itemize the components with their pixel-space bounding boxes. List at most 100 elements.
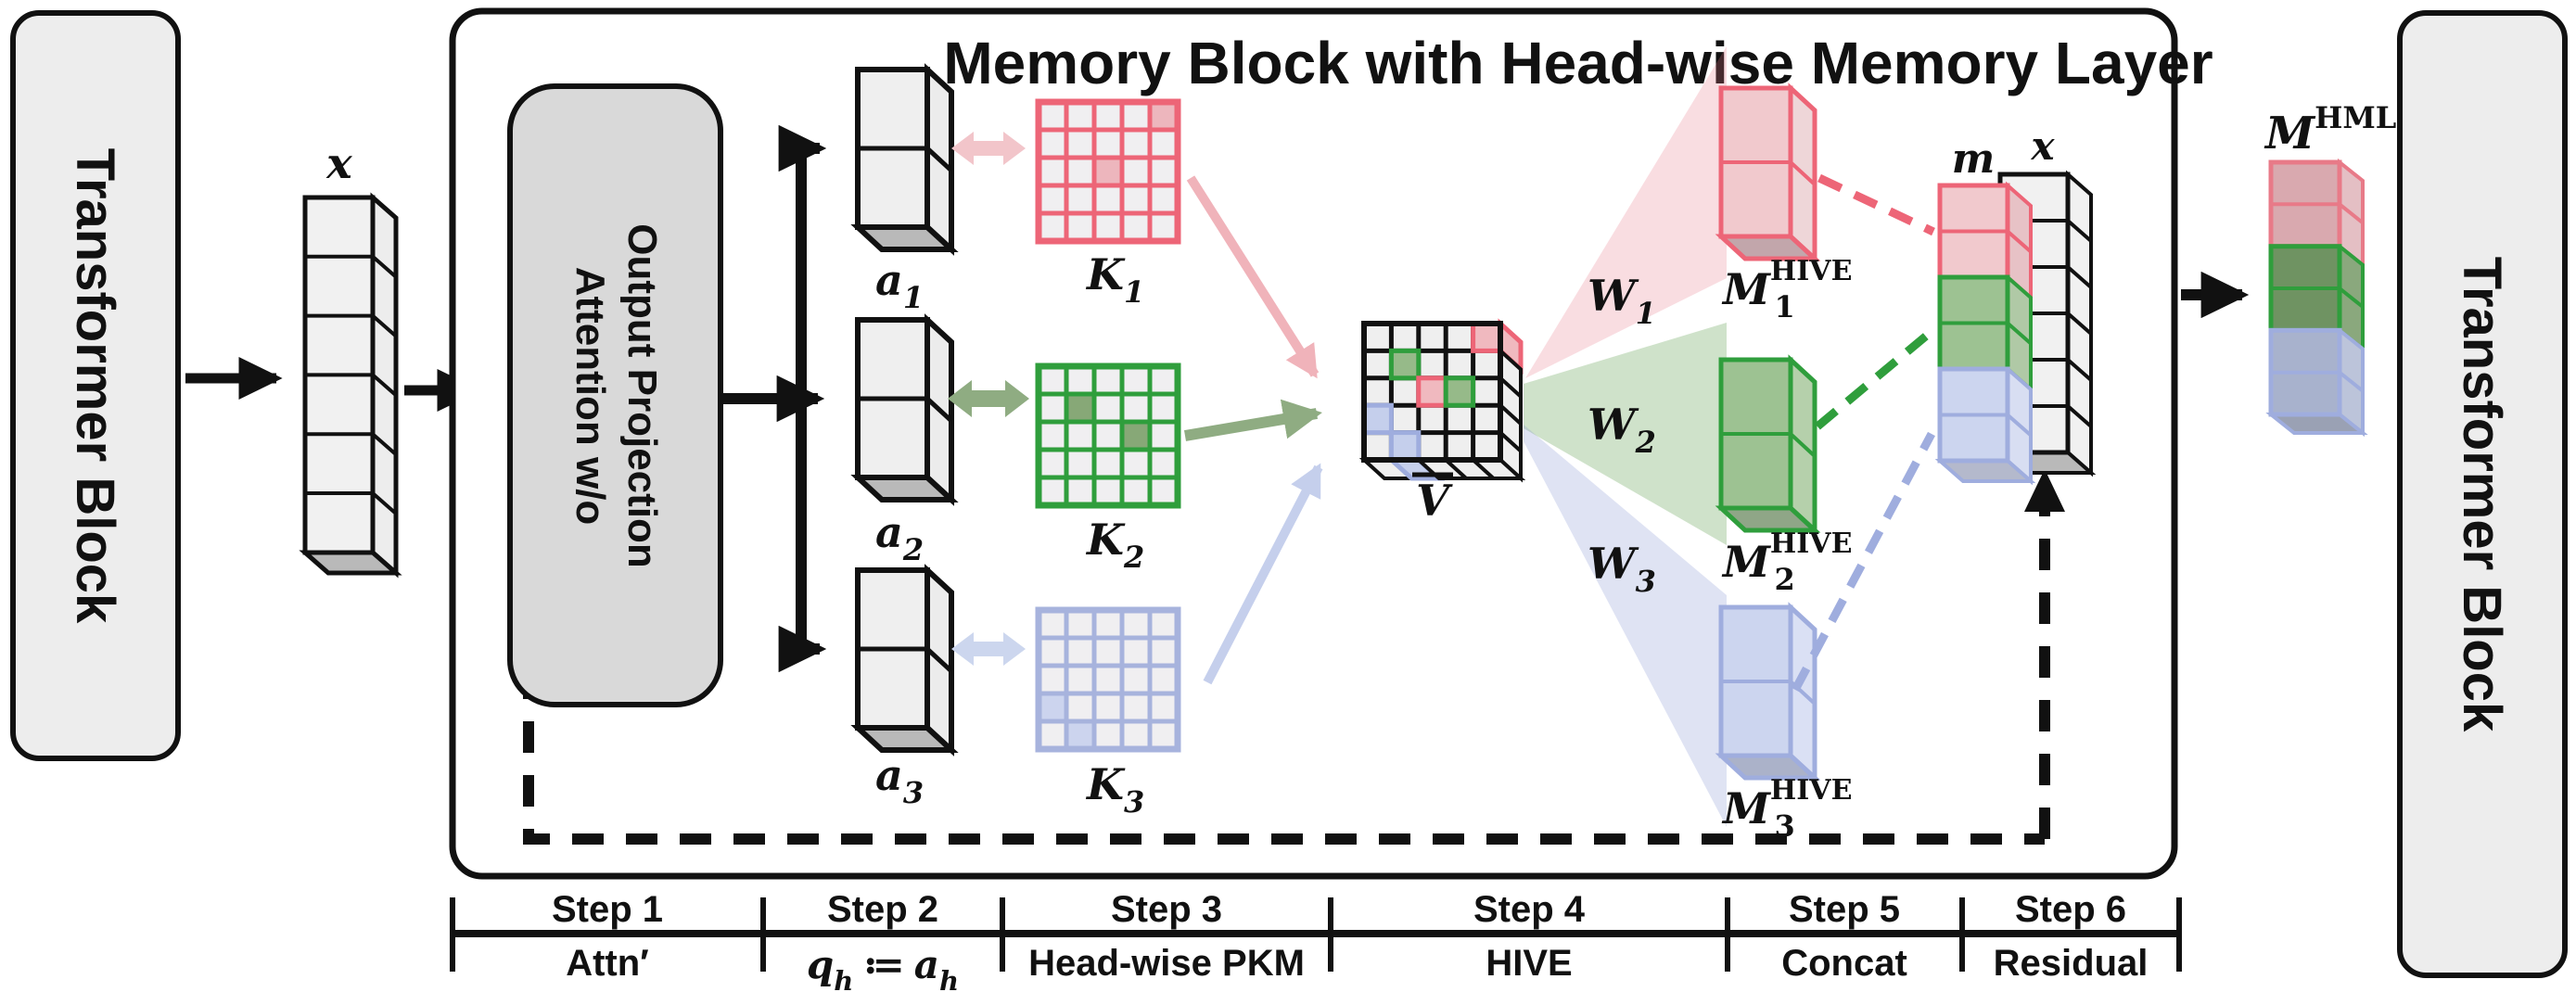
value-cube-v: V — [1358, 318, 1526, 526]
a1-label: a1 — [875, 255, 924, 315]
k3-highlight-cell-2 — [1066, 721, 1094, 749]
x-input-cell-lines — [305, 254, 373, 495]
attention-head-a1: a1 — [850, 63, 959, 315]
pkm-grid-k2: K2 — [1035, 362, 1181, 575]
k1-label: K1 — [1085, 249, 1144, 310]
k1-highlight-cell-2 — [1094, 158, 1122, 185]
k3-grid-bg — [1039, 610, 1178, 749]
retrieval-arrow-3 — [1203, 463, 1323, 685]
hive-beam-w1 — [1525, 46, 1727, 378]
k1-grid-lines — [1039, 102, 1178, 241]
step-3-label: Step 3 — [1111, 889, 1222, 930]
a3-side-tick — [925, 647, 953, 673]
v-highlight-green-2 — [1443, 375, 1476, 408]
dashed-connector-red — [1817, 173, 1935, 236]
w1-label: W1 — [1588, 271, 1656, 331]
step-labels: Step 1 Step 2 Step 3 Step 4 Step 5 Step … — [552, 889, 2126, 930]
step-6-label: Step 6 — [2015, 889, 2126, 930]
branch-arrows — [723, 124, 827, 673]
x-input-side-ticks — [371, 255, 398, 515]
w2-label: W2 — [1588, 400, 1656, 460]
v-highlight-red-2 — [1416, 375, 1448, 408]
a2-label: a2 — [875, 507, 924, 567]
residual-dashed-line — [523, 399, 2050, 845]
w3-label: W3 — [1588, 539, 1656, 599]
step-ruler-ticks — [450, 897, 2182, 972]
transformer-block-right: Transformer Block — [2397, 10, 2568, 978]
k3-highlight-cell-1 — [1039, 693, 1066, 721]
k2-highlight-cell-1 — [1066, 394, 1094, 422]
hive-beam-w3 — [1524, 425, 1727, 827]
v-label: V — [1416, 476, 1453, 526]
m-side-tick — [2006, 229, 2033, 254]
hml-label: MHML — [2264, 100, 2396, 159]
attention-box-rect — [507, 83, 723, 707]
v-right-skirt — [1498, 318, 1524, 483]
hml-side-tick — [2338, 286, 2365, 309]
k3-grid-lines — [1039, 610, 1178, 749]
step-3-desc: Head-wise PKM — [1028, 943, 1305, 984]
pkm-grid-k3: K3 — [1035, 606, 1181, 820]
step-5-desc: Concat — [1781, 943, 1907, 984]
v-front-border — [1361, 321, 1503, 463]
hive-beam-w2 — [1524, 323, 1727, 545]
attention-label-line2: Output Projection — [619, 223, 665, 568]
step-6-desc: Residual — [1994, 943, 2149, 984]
memory-block: Memory Block with Head-wise Memory Layer… — [449, 7, 2213, 880]
attention-box-label: Output ProjectionAttention w/o — [567, 223, 665, 568]
transformer-block-left-box — [10, 10, 181, 761]
k3-grid-border — [1035, 606, 1181, 753]
pkm-grid-k1: K1 — [1035, 98, 1181, 310]
m-side-tick — [2006, 321, 2033, 346]
step-4-desc: HIVE — [1486, 943, 1572, 984]
step-2-desc: qh≔ah — [807, 942, 959, 992]
x-input-vector: x — [299, 138, 402, 579]
transformer-block-left: Transformer Block — [10, 10, 181, 761]
step-2-label: Step 2 — [827, 889, 938, 930]
v-highlight-green-1 — [1388, 348, 1422, 381]
memory-block-title: Memory Block with Head-wise Memory Layer — [943, 30, 2213, 96]
k1-grid-border — [1035, 98, 1181, 245]
transformer-block-right-label: Transformer Block — [2452, 257, 2512, 732]
m2-side-tick — [1789, 432, 1817, 458]
concat-x-side-ticks — [2066, 219, 2093, 428]
concat-x-cell-lines — [2000, 219, 2068, 408]
similarity-arrow-3 — [951, 632, 1026, 666]
retrieval-arrow-2 — [1184, 399, 1322, 441]
residual-dashed-path — [523, 399, 2065, 845]
a2-side-tick — [925, 397, 953, 423]
hml-side-tick — [2338, 371, 2365, 393]
similarity-arrow-1 — [951, 132, 1026, 165]
k2-grid-border — [1035, 362, 1181, 509]
retrieval-arrow-1 — [1186, 175, 1320, 379]
transformer-block-right-box — [2397, 10, 2568, 978]
v-highlight-blue-1 — [1361, 402, 1394, 436]
step-1-desc: Attn′ — [566, 943, 649, 984]
dashed-connector-blue — [1792, 431, 1935, 693]
k2-grid-bg — [1039, 366, 1178, 505]
v-highlight-red-1 — [1471, 321, 1503, 353]
a1-side-tick — [925, 146, 953, 172]
step-5-label: Step 5 — [1789, 889, 1900, 930]
v-highlight-blue-2 — [1388, 430, 1422, 463]
m1-side-tick — [1789, 160, 1817, 186]
residual-arrowhead — [2024, 469, 2065, 512]
m-side-tick — [2006, 413, 2033, 438]
k2-label: K2 — [1085, 515, 1144, 575]
attention-head-a3: a3 — [850, 564, 959, 810]
attention-head-a2: a2 — [850, 313, 959, 567]
concat-m-label: m — [1952, 135, 1996, 183]
transformer-block-left-label: Transformer Block — [65, 148, 125, 624]
step-1-label: Step 1 — [552, 889, 663, 930]
x-input-label: x — [325, 138, 352, 188]
similarity-arrow-2 — [948, 380, 1029, 417]
dashed-connector-green — [1815, 325, 1937, 430]
